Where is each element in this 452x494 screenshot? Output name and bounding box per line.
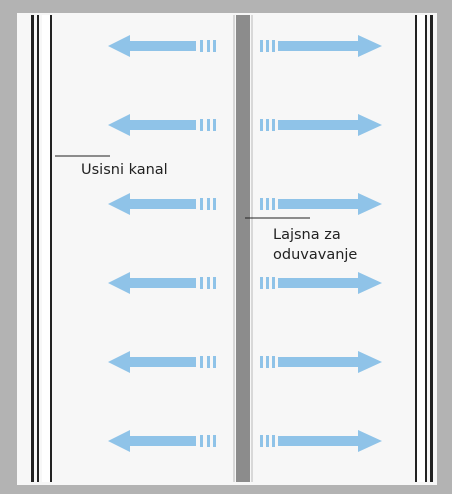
- left-arrow-tail-stripe: [207, 356, 210, 368]
- left-arrow-tail-stripe: [213, 198, 216, 210]
- right-arrow-5: [260, 351, 382, 373]
- right-arrow-1: [260, 35, 382, 57]
- right-arrow-body: [278, 430, 382, 452]
- left-arrow-tail-stripe: [207, 435, 210, 447]
- right-channel-gap: [417, 15, 425, 482]
- left-arrow-tail-stripe: [207, 119, 210, 131]
- left-arrow-tail-stripe: [213, 40, 216, 52]
- right-arrow-tail-stripe: [272, 435, 275, 447]
- left-channel-inner-line: [50, 15, 52, 482]
- left-arrow-tail-stripe: [213, 356, 216, 368]
- right-arrow-tail-stripe: [272, 356, 275, 368]
- left-arrow-tail-stripe: [200, 435, 203, 447]
- center-bar-edge-left: [233, 15, 235, 482]
- left-intake-channel: [31, 15, 52, 482]
- blow-bar-label-line1: Lajsna za: [273, 227, 341, 243]
- right-arrow-tail-stripe: [260, 277, 263, 289]
- right-arrow-tail-stripe: [260, 40, 263, 52]
- left-arrow-tail-stripe: [200, 356, 203, 368]
- right-arrow-tail-stripe: [260, 119, 263, 131]
- left-channel-middle-line: [37, 15, 39, 482]
- right-arrow-tail-stripe: [266, 356, 269, 368]
- blow-bar-label: Lajsna za oduvavanje: [273, 225, 357, 265]
- right-arrow-tail-stripe: [260, 198, 263, 210]
- left-arrow-tail-stripe: [213, 119, 216, 131]
- left-channel-gap: [42, 15, 50, 482]
- left-arrow-4: [108, 272, 216, 294]
- right-arrow-tail-stripe: [266, 435, 269, 447]
- center-blow-bar: [236, 15, 250, 482]
- right-arrow-2: [260, 114, 382, 136]
- left-arrow-body: [108, 193, 196, 215]
- right-arrow-tail-stripe: [272, 40, 275, 52]
- right-arrow-tail-stripe: [260, 356, 263, 368]
- right-arrow-tail-stripe: [272, 198, 275, 210]
- left-arrow-tail-stripe: [200, 40, 203, 52]
- diagram-panel: [17, 13, 437, 485]
- left-arrow-tail-stripe: [207, 198, 210, 210]
- left-arrow-2: [108, 114, 216, 136]
- left-arrow-tail-stripe: [213, 435, 216, 447]
- right-arrow-6: [260, 430, 382, 452]
- left-arrow-body: [108, 351, 196, 373]
- right-arrow-tail-stripe: [260, 435, 263, 447]
- center-bar-edge-right: [251, 15, 253, 482]
- right-arrow-body: [278, 272, 382, 294]
- right-arrow-body: [278, 351, 382, 373]
- left-arrow-body: [108, 35, 196, 57]
- right-arrow-body: [278, 114, 382, 136]
- right-arrow-tail-stripe: [266, 198, 269, 210]
- blow-bar-label-line2: oduvavanje: [273, 247, 358, 263]
- left-arrow-6: [108, 430, 216, 452]
- right-channel-inner-line: [415, 15, 417, 482]
- right-arrow-tail-stripe: [272, 277, 275, 289]
- left-arrow-tail-stripe: [207, 277, 210, 289]
- intake-channel-label: Usisni kanal: [81, 162, 168, 178]
- left-arrow-1: [108, 35, 216, 57]
- left-arrow-tail-stripe: [207, 40, 210, 52]
- right-arrow-tail-stripe: [266, 277, 269, 289]
- left-arrow-body: [108, 114, 196, 136]
- right-arrow-3: [260, 193, 382, 215]
- left-arrow-body: [108, 272, 196, 294]
- left-channel-outer-line: [31, 15, 34, 482]
- left-arrow-tail-stripe: [200, 119, 203, 131]
- right-arrow-4: [260, 272, 382, 294]
- left-arrow-tail-stripe: [213, 277, 216, 289]
- left-arrow-3: [108, 193, 216, 215]
- right-arrow-tail-stripe: [266, 119, 269, 131]
- right-channel-middle-line: [425, 15, 427, 482]
- right-channel-outer-line: [430, 15, 433, 482]
- left-arrow-body: [108, 430, 196, 452]
- right-arrow-body: [278, 193, 382, 215]
- left-arrow-tail-stripe: [200, 198, 203, 210]
- right-arrow-tail-stripe: [272, 119, 275, 131]
- left-arrow-5: [108, 351, 216, 373]
- air-flow-arrows: [108, 35, 382, 452]
- right-arrow-tail-stripe: [266, 40, 269, 52]
- right-intake-channel: [415, 15, 433, 482]
- left-arrow-tail-stripe: [200, 277, 203, 289]
- right-arrow-body: [278, 35, 382, 57]
